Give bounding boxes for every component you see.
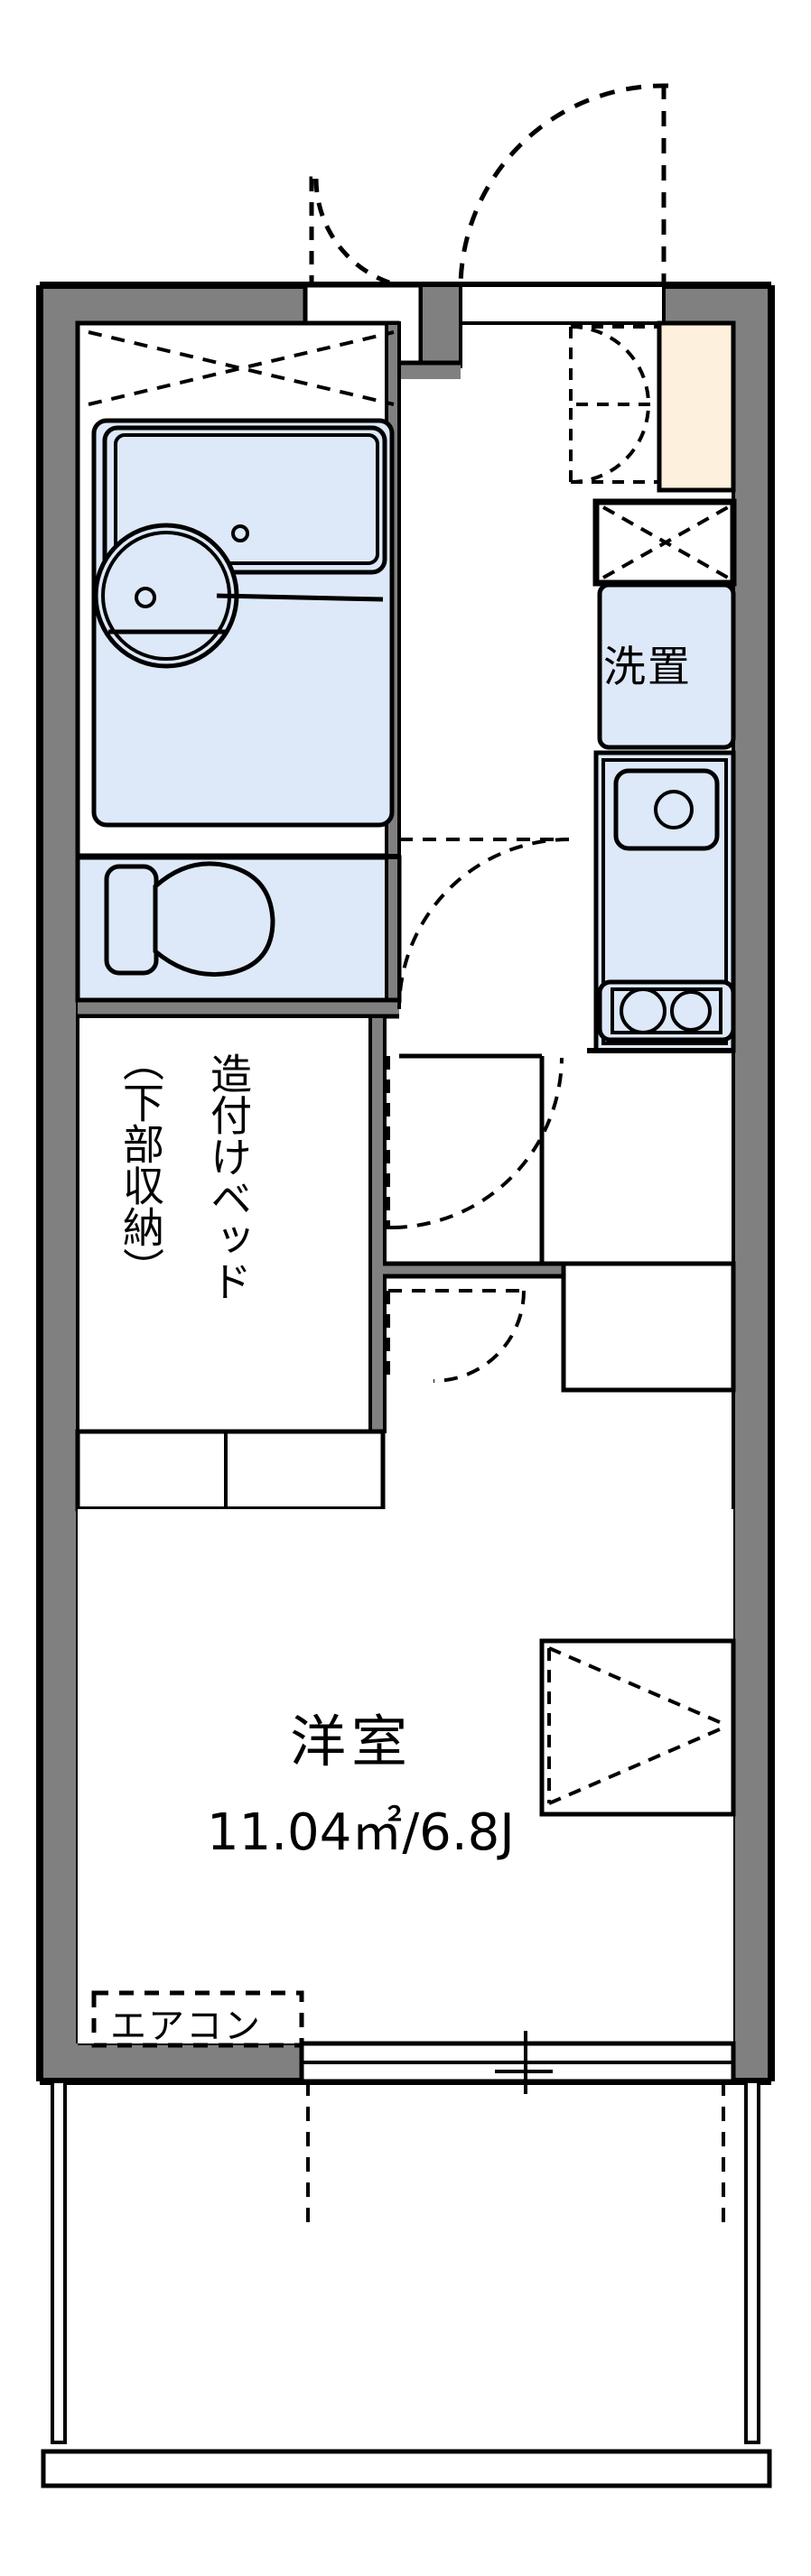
bath-door-swing xyxy=(397,838,570,1010)
corridor-storage xyxy=(387,1289,526,1383)
corridor-wall-lower xyxy=(383,1261,564,1279)
shoe-cabinet xyxy=(657,320,736,493)
bathtub xyxy=(91,418,395,828)
entrance-door-swing xyxy=(458,83,669,290)
toilet-bottom-wall xyxy=(78,997,399,1019)
builtin-bed-label: 造付けベッド xyxy=(204,1052,253,1302)
room-area-label: 11.04㎡/6.8J xyxy=(207,1803,515,1862)
room-door-swing xyxy=(387,1056,564,1229)
genkan-walls xyxy=(397,283,462,379)
entrance-door xyxy=(459,283,666,325)
toilet-room xyxy=(75,855,402,1003)
laundry-label: 洗置 xyxy=(603,643,692,692)
builtin-bed-area xyxy=(76,1015,387,1433)
washing-machine-space xyxy=(597,582,736,750)
balcony-sliding-window xyxy=(299,2031,736,2094)
under-storage-label: （下部収納） xyxy=(117,1040,165,1289)
room-closet xyxy=(539,1638,736,1817)
closet-door-swing xyxy=(569,325,657,484)
room-name-label: 洋室 xyxy=(290,1709,414,1774)
entrance-sub-door-swing xyxy=(309,176,422,292)
bath-overhead-storage-icon xyxy=(88,330,395,406)
corridor-partition xyxy=(399,1053,545,1264)
kitchen-upper-cupboard xyxy=(561,1261,736,1393)
air-conditioner-outline xyxy=(91,1990,304,2048)
kitchen-overhead-storage xyxy=(592,498,737,587)
balcony xyxy=(41,2080,772,2488)
bed-lower-drawers xyxy=(75,1429,386,1512)
kitchen-counter xyxy=(587,750,736,1053)
air-conditioner-label: エアコン xyxy=(110,2006,262,2047)
